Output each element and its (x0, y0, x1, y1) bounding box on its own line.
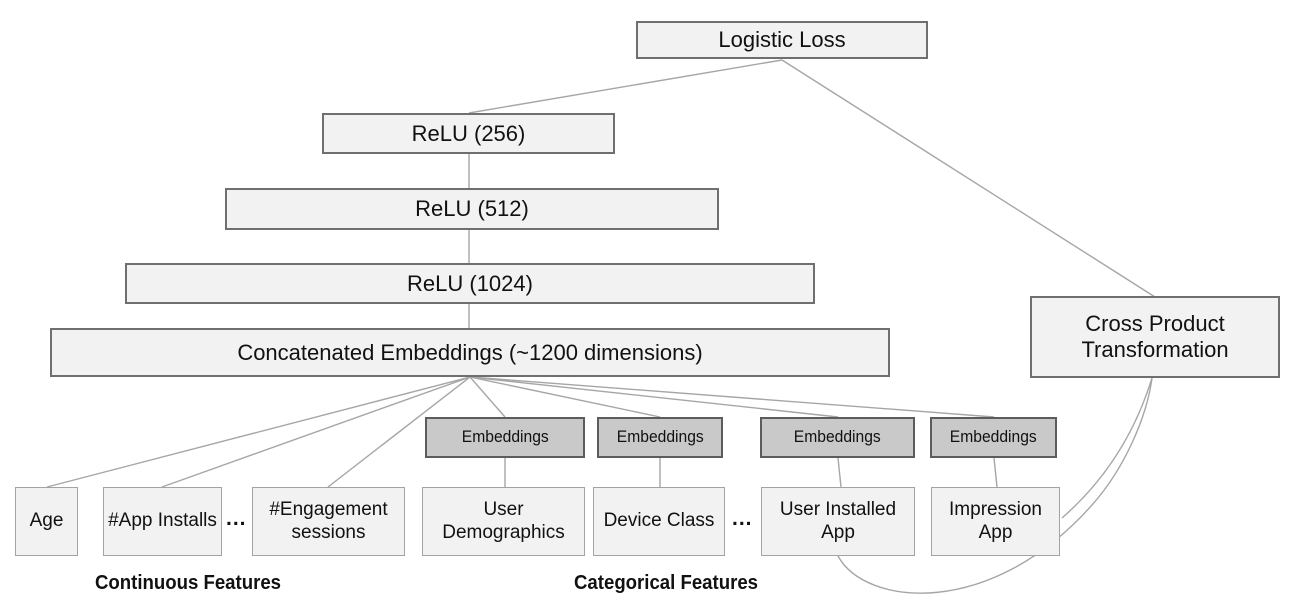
node-logistic-loss-label: Logistic Loss (718, 27, 846, 53)
node-embeddings-3: Embeddings (760, 417, 915, 458)
node-concatenated-embeddings-label: Concatenated Embeddings (~1200 dimension… (237, 339, 703, 365)
ellipsis-categorical-text: ... (732, 507, 753, 530)
node-feature-age-label: Age (29, 510, 64, 532)
group-label-categorical-text: Categorical Features (574, 572, 759, 594)
node-concatenated-embeddings: Concatenated Embeddings (~1200 dimension… (50, 328, 890, 377)
node-embeddings-2-label: Embeddings (616, 427, 704, 447)
node-feature-engagement-sessions: #Engagement sessions (252, 487, 405, 556)
node-feature-device-class-label: Device Class (603, 510, 715, 532)
node-feature-app-installs-label: #App Installs (108, 510, 217, 532)
group-label-continuous-text: Continuous Features (95, 572, 282, 594)
node-embeddings-3-label: Embeddings (794, 427, 881, 447)
node-embeddings-4-label: Embeddings (950, 427, 1037, 447)
node-relu-1024-label: ReLU (1024) (407, 270, 533, 296)
node-logistic-loss: Logistic Loss (636, 21, 928, 59)
node-relu-512: ReLU (512) (225, 188, 719, 230)
edge-loss-to-cross-product (781, 59, 1156, 298)
node-feature-user-installed-app-label: User Installed App (779, 499, 897, 543)
node-feature-age: Age (15, 487, 78, 556)
edge-concat-to-embedding-2 (469, 376, 661, 418)
node-cross-product-transformation-label: Cross Product Transformation (1081, 311, 1229, 362)
node-relu-256-label: ReLU (256) (411, 120, 526, 146)
node-embeddings-1-label: Embeddings (461, 427, 549, 447)
edge-concat-to-app-installs (161, 376, 471, 488)
node-feature-device-class: Device Class (593, 487, 725, 556)
node-relu-256: ReLU (256) (322, 113, 615, 154)
node-feature-impression-app-label: Impression App (949, 499, 1042, 543)
edge-embedding4-to-impression-app (993, 457, 998, 488)
node-embeddings-2: Embeddings (597, 417, 723, 458)
node-feature-engagement-sessions-label: #Engagement sessions (269, 499, 388, 543)
ellipsis-categorical: ... (732, 508, 753, 529)
edge-concat-to-embedding-1 (469, 376, 506, 418)
node-embeddings-4: Embeddings (930, 417, 1057, 458)
edge-loss-to-relu256 (468, 59, 783, 114)
edge-concat-to-age (46, 376, 471, 488)
node-feature-user-installed-app: User Installed App (761, 487, 915, 556)
node-relu-1024: ReLU (1024) (125, 263, 815, 304)
node-feature-user-demographics-label: User Demographics (442, 499, 565, 543)
ellipsis-continuous: ... (226, 508, 247, 529)
group-label-continuous-features: Continuous Features (95, 572, 295, 595)
edge-concat-to-embedding-3 (469, 376, 839, 418)
edge-concat-to-embedding-4 (469, 376, 995, 418)
group-label-categorical-features: Categorical Features (574, 572, 772, 595)
edge-cross-product-to-impression-app (1061, 377, 1153, 519)
edge-embedding3-to-user-installed-app (837, 457, 842, 488)
node-feature-app-installs: #App Installs (103, 487, 222, 556)
edge-cross-product-to-user-installed-app (837, 377, 1153, 594)
node-cross-product-transformation: Cross Product Transformation (1030, 296, 1280, 378)
ellipsis-continuous-text: ... (226, 507, 247, 530)
node-feature-user-demographics: User Demographics (422, 487, 585, 556)
node-feature-impression-app: Impression App (931, 487, 1060, 556)
node-embeddings-1: Embeddings (425, 417, 585, 458)
node-relu-512-label: ReLU (512) (415, 196, 529, 222)
